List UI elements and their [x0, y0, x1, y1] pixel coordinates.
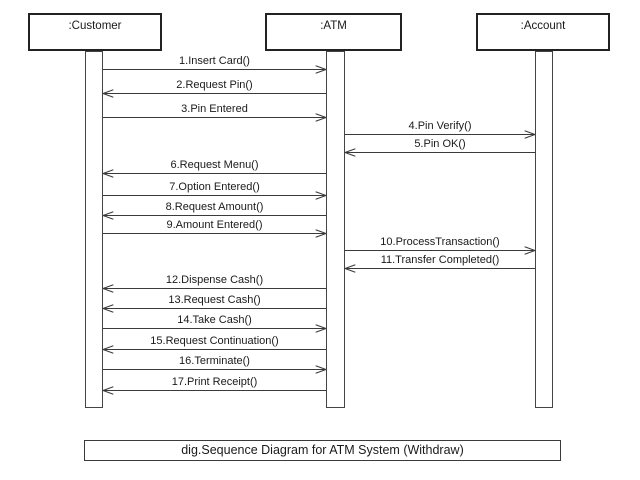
message-label: 7.Option Entered() [169, 181, 260, 193]
message-label: 5.Pin OK() [414, 138, 466, 150]
message-label: 6.Request Menu() [170, 159, 259, 171]
message-label: 13.Request Cash() [168, 294, 261, 306]
message-10: 10.ProcessTransaction() [345, 234, 535, 251]
lifeline-customer [85, 51, 103, 408]
arrow-right-icon [345, 250, 535, 251]
arrow-left-icon [103, 349, 326, 350]
arrow-left-icon [103, 390, 326, 391]
message-5: 5.Pin OK() [345, 136, 535, 153]
message-14: 14.Take Cash() [103, 312, 326, 329]
message-13: 13.Request Cash() [103, 292, 326, 309]
arrow-right-icon [345, 134, 535, 135]
message-label: 11.Transfer Completed() [380, 254, 500, 266]
message-label: 16.Terminate() [179, 355, 250, 367]
message-4: 4.Pin Verify() [345, 118, 535, 135]
message-7: 7.Option Entered() [103, 179, 326, 196]
message-1: 1.Insert Card() [103, 53, 326, 70]
actor-box-customer: :Customer [28, 13, 162, 51]
actor-box-atm: :ATM [265, 13, 402, 51]
arrow-left-icon [103, 288, 326, 289]
message-15: 15.Request Continuation() [103, 333, 326, 350]
arrow-right-icon [103, 369, 326, 370]
message-label: 10.ProcessTransaction() [380, 236, 500, 248]
message-label: 14.Take Cash() [177, 314, 252, 326]
actor-name-atm: :ATM [320, 20, 347, 32]
message-label: 12.Dispense Cash() [165, 274, 264, 286]
message-label: 3.Pin Entered [181, 103, 248, 115]
actor-box-account: :Account [476, 13, 610, 51]
arrow-left-icon [103, 173, 326, 174]
message-2: 2.Request Pin() [103, 77, 326, 94]
message-label: 17.Print Receipt() [171, 376, 258, 388]
arrow-left-icon [103, 93, 326, 94]
message-label: 1.Insert Card() [179, 55, 250, 67]
message-16: 16.Terminate() [103, 353, 326, 370]
caption-box: dig.Sequence Diagram for ATM System (Wit… [84, 440, 561, 461]
arrow-right-icon [103, 69, 326, 70]
message-3: 3.Pin Entered [103, 101, 326, 118]
arrow-left-icon [103, 215, 326, 216]
arrow-left-icon [103, 308, 326, 309]
message-8: 8.Request Amount() [103, 199, 326, 216]
caption-text: dig.Sequence Diagram for ATM System (Wit… [181, 443, 464, 457]
message-11: 11.Transfer Completed() [345, 252, 535, 269]
arrow-right-icon [103, 233, 326, 234]
message-12: 12.Dispense Cash() [103, 272, 326, 289]
message-label: 2.Request Pin() [176, 79, 253, 91]
message-17: 17.Print Receipt() [103, 374, 326, 391]
arrow-right-icon [103, 195, 326, 196]
message-6: 6.Request Menu() [103, 157, 326, 174]
arrow-right-icon [103, 117, 326, 118]
arrow-right-icon [103, 328, 326, 329]
lifeline-account [535, 51, 553, 408]
actor-name-account: :Account [520, 20, 566, 32]
message-label: 15.Request Continuation() [150, 335, 279, 347]
arrow-left-icon [345, 152, 535, 153]
message-label: 9.Amount Entered() [166, 219, 263, 231]
message-label: 8.Request Amount() [165, 201, 264, 213]
actor-name-customer: :Customer [68, 20, 122, 32]
arrow-left-icon [345, 268, 535, 269]
message-9: 9.Amount Entered() [103, 217, 326, 234]
lifeline-atm [326, 51, 345, 408]
message-label: 4.Pin Verify() [408, 120, 472, 132]
